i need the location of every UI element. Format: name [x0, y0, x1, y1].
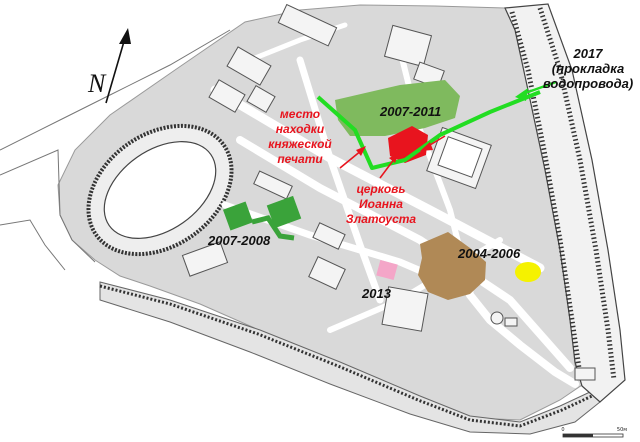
excavation-2004-2006-area: [418, 232, 486, 300]
label-seal-find-line3: княжеской: [268, 137, 332, 151]
label-2004-2006: 2004-2006: [457, 246, 521, 261]
label-2007-2011: 2007-2011: [379, 104, 441, 119]
excavation-yellow-area: [515, 262, 541, 282]
stadium: [86, 123, 234, 257]
labels: 2017 (прокладка водопровода) 2007-2011 2…: [207, 46, 633, 301]
annotation-arrows: [339, 135, 446, 179]
north-arrow: N: [87, 28, 131, 104]
label-2017-note-line1: (прокладка: [552, 61, 624, 76]
excavation-2007-2008-area: [222, 195, 302, 241]
label-seal-find-line4: печати: [277, 152, 323, 166]
excavation-2007-2011-area: [335, 80, 460, 136]
scale-end-label: 50м: [617, 427, 627, 433]
scale-start-label: 0: [561, 427, 564, 433]
east-rampart: [504, 3, 626, 403]
label-church-line1: церковь: [356, 182, 405, 196]
label-2017-year: 2017: [573, 46, 604, 61]
label-2017-note-line2: водопровода): [543, 76, 633, 91]
north-label: N: [87, 69, 107, 98]
buildings: [181, 3, 596, 381]
label-church-line3: Златоуста: [346, 212, 417, 226]
scale-bar: 0 50м: [561, 427, 627, 438]
label-seal-find-line1: место: [280, 107, 320, 121]
water-pipe-line-2017: [316, 80, 557, 170]
excavation-2013-area: [376, 259, 398, 281]
west-outline: [0, 29, 231, 271]
label-seal-find-line2: находки: [276, 122, 325, 136]
label-2013: 2013: [361, 286, 392, 301]
label-church-line2: Иоанна: [359, 197, 403, 211]
label-2007-2008: 2007-2008: [207, 233, 271, 248]
